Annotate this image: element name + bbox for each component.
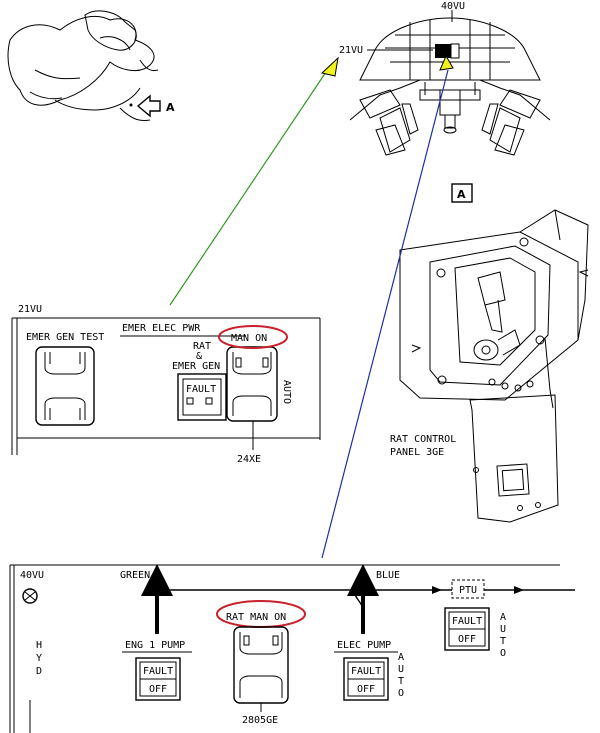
svg-text:A: A xyxy=(398,652,404,663)
svg-text:O: O xyxy=(398,688,404,699)
rat-man-on-label: RAT MAN ON xyxy=(226,612,286,623)
svg-text:U: U xyxy=(500,624,506,635)
elec-fault-text: FAULT xyxy=(351,666,381,677)
svg-text:AUTO: AUTO xyxy=(281,380,292,404)
emer-elec-pwr-title: EMER ELEC PWR xyxy=(122,323,201,334)
blue-label: BLUE xyxy=(376,570,400,581)
auto-vertical-label-ptu: A U T O xyxy=(500,612,506,659)
svg-text:T: T xyxy=(398,676,404,687)
eng1-pump-label: ENG 1 PUMP xyxy=(125,640,185,651)
panel-40vu-id: 40VU xyxy=(20,570,44,581)
panel-21vu: 21VU EMER ELEC PWR EMER GEN TEST RAT & E… xyxy=(11,304,321,465)
svg-text:Y: Y xyxy=(36,653,42,664)
elec-off-text: OFF xyxy=(357,684,375,695)
svg-text:T: T xyxy=(500,636,506,647)
ref-24xe: 24XE xyxy=(237,454,261,465)
rat-label-2: & xyxy=(196,351,202,362)
emer-gen-test-label: EMER GEN TEST xyxy=(26,332,104,343)
rat-control-caption-1: RAT CONTROL xyxy=(390,434,456,445)
eng1-pump-pushbutton[interactable]: FAULT OFF xyxy=(135,657,181,701)
ptu-dashed-box xyxy=(451,579,485,599)
green-label: GREEN xyxy=(120,570,150,581)
elec-pump-pushbutton[interactable]: FAULT OFF xyxy=(343,657,389,701)
rat-emer-gen-fault-light[interactable]: FAULT xyxy=(177,373,227,421)
svg-text:U: U xyxy=(398,664,404,675)
ptu-fault-text: FAULT xyxy=(452,616,482,627)
rat-label-1: RAT xyxy=(193,341,211,352)
detail-a-letter: A xyxy=(457,188,466,201)
rat-man-on-guarded-switch[interactable] xyxy=(233,626,289,704)
pointer-triangle xyxy=(439,54,454,71)
pilot-hand-illustration xyxy=(7,10,159,121)
man-on-highlight xyxy=(218,325,288,349)
overhead-panel-21vu-marker xyxy=(435,44,451,58)
eng1-off-text: OFF xyxy=(149,684,167,695)
ptu-pushbutton[interactable]: FAULT OFF xyxy=(444,607,490,651)
leader-line-blue xyxy=(321,69,449,559)
man-on-label: MAN ON xyxy=(231,333,267,344)
ref-2805ge: 2805GE xyxy=(242,715,278,726)
leader-line-green xyxy=(169,65,331,306)
panel-21vu-id: 21VU xyxy=(18,304,42,315)
ptu-label: PTU xyxy=(459,585,477,596)
detail-a-marker: A xyxy=(451,183,473,203)
svg-text:H: H xyxy=(36,640,42,651)
auto-vertical-label-21: AUTO xyxy=(281,380,292,404)
label-40vu-top: 40VU xyxy=(441,1,465,12)
view-a-label: A xyxy=(166,101,175,114)
svg-text:D: D xyxy=(36,666,42,677)
rat-label-3: EMER GEN xyxy=(172,361,220,372)
man-on-guarded-switch[interactable] xyxy=(226,346,278,422)
ptu-off-text: OFF xyxy=(458,634,476,645)
cockpit-overview: 40VU 21VU xyxy=(339,1,551,156)
rat-fault-text: FAULT xyxy=(186,384,216,395)
view-a-arrow: A xyxy=(129,94,175,118)
auto-vertical-label-elec: A U T O xyxy=(398,652,404,699)
rat-control-caption-2: PANEL 3GE xyxy=(390,447,444,458)
panel-40vu: 40VU H Y D GREEN BLUE PTU ENG 1 PUMP FAU… xyxy=(9,564,575,733)
emer-gen-test-guard[interactable] xyxy=(35,346,95,426)
elec-pump-label: ELEC PUMP xyxy=(337,640,391,651)
label-21vu-top: 21VU xyxy=(339,45,363,56)
rat-control-panel-illustration xyxy=(399,209,589,523)
pointer-triangle-left xyxy=(320,56,339,77)
hyd-vertical-label: H Y D xyxy=(36,640,42,677)
panel-screw xyxy=(22,588,38,604)
svg-text:O: O xyxy=(500,648,506,659)
eng1-fault-text: FAULT xyxy=(143,666,173,677)
svg-text:A: A xyxy=(500,612,506,623)
